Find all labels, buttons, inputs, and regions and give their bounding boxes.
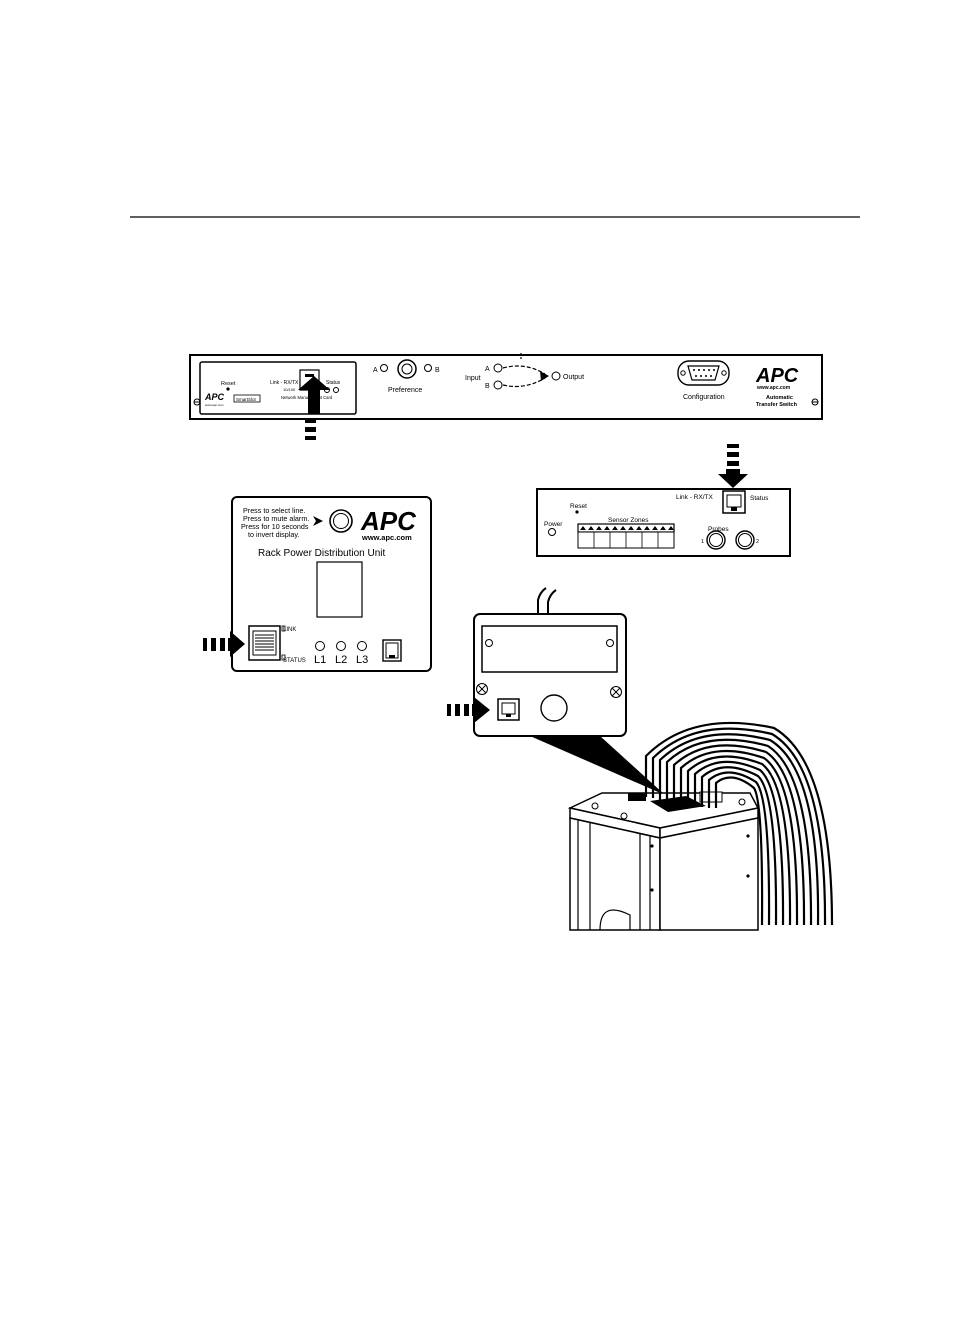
probe-1-port-inner — [709, 533, 723, 547]
sensor-power-led — [548, 528, 556, 536]
pdu-network-port[interactable] — [248, 625, 281, 661]
screw-icon — [811, 398, 819, 406]
nmc-link-label: Link - RX/TX — [270, 380, 299, 386]
apc-logo: APC — [755, 365, 799, 387]
preference-b-label: B — [435, 367, 440, 374]
pdu-instruction-4: to invert display. — [248, 530, 299, 539]
right-arrow-icon — [203, 631, 245, 657]
sensor-power-label: Power — [544, 521, 563, 528]
bay-card-round-port — [540, 694, 568, 722]
enclosure-top-bolt-icon — [591, 802, 599, 810]
bay-card-hole-right — [606, 639, 614, 647]
pdu-instruction-3: Press for 10 seconds — [241, 522, 309, 531]
reset-button[interactable] — [226, 387, 230, 391]
preference-a-label: A — [373, 367, 378, 374]
l1-led — [315, 641, 325, 651]
sensor-probes-label: Probes — [708, 526, 729, 533]
reset-label: Reset — [221, 381, 236, 387]
smartslot-badge — [233, 394, 261, 403]
bay-card-label-plate — [481, 625, 618, 673]
pdu-instruction-1: Press to select line. — [243, 506, 305, 515]
sensor-status-label: Status — [750, 495, 769, 502]
pdu-status-label: STATUS — [283, 658, 306, 664]
pdu-display — [316, 561, 363, 618]
bay-card-hole-left — [485, 639, 493, 647]
output-label: Output — [563, 374, 584, 381]
pdu-title: Rack Power Distribution Unit — [258, 548, 385, 559]
pdu-instruction-2: Press to mute alarm. — [243, 514, 309, 523]
pdu-link-led — [281, 625, 286, 632]
bay-card — [473, 587, 627, 737]
pdu-select-button-inner — [333, 513, 349, 529]
l3-label: L3 — [356, 654, 368, 666]
product-name-line2: Transfer Switch — [756, 402, 798, 408]
output-led — [551, 371, 561, 381]
nmc-status-led — [333, 387, 339, 393]
arrow-right-icon — [313, 516, 323, 526]
sensor-zones-terminal-block[interactable] — [577, 523, 675, 549]
smartslot-badge-label: SmartSlot — [236, 397, 257, 402]
zoom-callout — [530, 736, 665, 795]
sensor-panel: Link - RX/TX Status Reset Power Sensor Z… — [536, 488, 791, 557]
bay-card-network-port[interactable] — [497, 698, 520, 721]
pdu-apc-logo-url: www.apc.com — [361, 533, 412, 542]
preference-label: Preference — [388, 387, 422, 394]
up-arrow-icon — [298, 376, 330, 440]
bay-card-cable — [537, 587, 547, 622]
probe-2-port-inner — [738, 533, 752, 547]
apc-logo-url: www.apc.com — [756, 385, 791, 391]
l1-label: L1 — [314, 654, 326, 666]
input-a-led — [493, 363, 503, 373]
down-arrow-icon — [718, 444, 748, 488]
probe-1-label: 1 — [701, 539, 704, 545]
input-a-label: A — [485, 366, 490, 373]
ats-panel: Reset APC www.apc.com SmartSlot Link - R… — [189, 353, 823, 420]
l3-led — [357, 641, 367, 651]
l2-led — [336, 641, 346, 651]
cable-bundle — [644, 721, 834, 926]
nmc-status-label: Status — [326, 380, 341, 386]
input-b-led — [493, 380, 503, 390]
configuration-serial-port[interactable] — [677, 360, 730, 386]
configuration-label: Configuration — [683, 394, 725, 401]
right-arrow-icon — [447, 697, 490, 723]
preference-button-inner — [401, 363, 413, 375]
product-name-line1: Automatic — [766, 395, 793, 401]
enclosure-front-face — [569, 817, 661, 931]
nmc-logo-url: www.apc.com — [205, 403, 224, 407]
sensor-reset-button[interactable] — [575, 510, 579, 514]
input-label: Input — [465, 375, 481, 382]
network-port-latch-icon — [305, 374, 314, 377]
sensor-link-label: Link - RX/TX — [676, 494, 714, 501]
l2-label: L2 — [335, 654, 347, 666]
pdu-serial-port[interactable] — [382, 639, 402, 662]
rack-enclosure — [567, 791, 760, 931]
sensor-network-port[interactable] — [722, 490, 746, 514]
enclosure-top-bolt-icon — [738, 798, 746, 806]
nmc-caption: Network Management Card — [281, 395, 333, 400]
sensor-reset-label: Reset — [570, 503, 587, 510]
sensor-zones-label: Sensor Zones — [608, 517, 649, 524]
pdu-apc-logo: APC — [360, 506, 417, 536]
probe-2-label: 2 — [756, 539, 759, 545]
preference-a-led — [380, 364, 388, 372]
bay-card-cable-2 — [547, 589, 557, 622]
input-b-label: B — [485, 383, 490, 390]
flow-arrowhead-icon — [540, 371, 549, 381]
enclosure-side-face — [659, 817, 759, 931]
enclosure-top-bolt-icon — [620, 812, 628, 820]
bay-card-screw-right-icon — [610, 686, 622, 698]
bay-card-screw-left-icon — [476, 683, 488, 695]
pdu-panel: Press to select line. Press to mute alar… — [231, 496, 432, 672]
nmc-link-sublabel: 10/100 — [283, 387, 296, 392]
pdu-link-label: LINK — [283, 627, 296, 633]
preference-b-led — [424, 364, 432, 372]
pdu-status-led — [281, 654, 286, 661]
nmc-logo: APC — [204, 392, 225, 402]
